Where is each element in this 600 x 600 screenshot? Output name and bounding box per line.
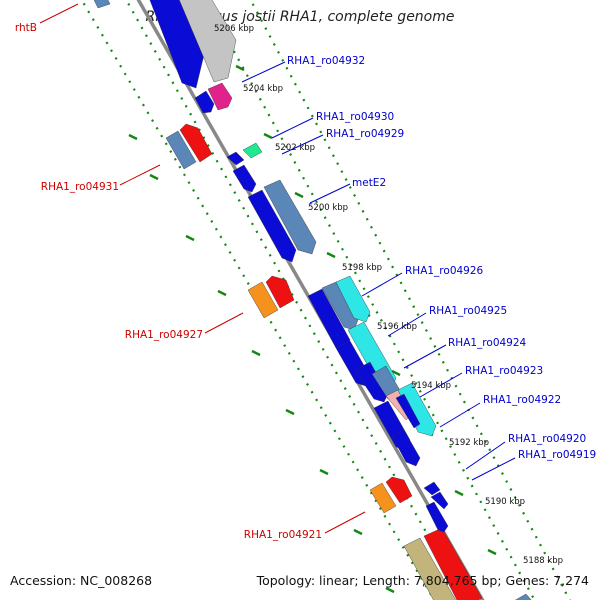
gene-label[interactable]: RHA1_ro04926 [405, 265, 484, 277]
leader-line [439, 402, 481, 428]
leader-line [309, 183, 351, 204]
kbp-tick-label: 5204 kbp [243, 84, 283, 94]
tick-mark-inner [128, 133, 138, 141]
kbp-tick-label: 5202 kbp [275, 143, 315, 153]
leader-line [471, 457, 516, 481]
gene-arrow[interactable] [170, 0, 237, 83]
gene-arrow[interactable] [395, 393, 421, 429]
kbp-tick-label: 5192 kbp [449, 438, 489, 448]
gene-label[interactable]: RHA1_ro04921 [244, 529, 322, 541]
gene-arrow[interactable] [247, 189, 297, 263]
gene-label[interactable]: RHA1_ro04923 [465, 365, 543, 377]
gene-arrow[interactable] [321, 281, 359, 331]
gene-arrow[interactable] [369, 482, 397, 514]
guide-line-left-inner [125, 0, 466, 600]
tick-mark-inner [285, 408, 295, 416]
gene-label[interactable]: RHA1_ro04924 [448, 337, 527, 349]
tick-mark [487, 548, 497, 556]
kbp-tick-label: 5196 kbp [377, 322, 417, 332]
gene-arrow[interactable] [194, 90, 215, 114]
leader-line [119, 164, 161, 186]
tick-mark-inner [319, 468, 329, 476]
gene-arrow[interactable] [165, 130, 197, 170]
guide-line-right-outer [249, 0, 571, 600]
kbp-tick-label: 5206 kbp [214, 24, 254, 34]
gene-label[interactable]: rhtB [15, 22, 37, 34]
leader-line [271, 117, 314, 139]
kbp-labels: 5206 kbp 5204 kbp 5202 kbp 5200 kbp 5198… [214, 24, 563, 566]
tick-mark-inner [217, 289, 227, 297]
leader-line [361, 272, 403, 297]
gene-arrow[interactable] [226, 151, 245, 166]
gene-label[interactable]: RHA1_ro04920 [508, 433, 586, 445]
gene-arrow[interactable] [512, 593, 540, 600]
leader-line [281, 134, 324, 155]
gene-label[interactable]: RHA1_ro04919 [518, 449, 596, 461]
gene-arrow[interactable] [354, 361, 389, 403]
gene-label[interactable]: RHA1_ro04922 [483, 394, 561, 406]
leader-line [387, 312, 427, 337]
genome-summary: Topology: linear; Length: 7,804,765 bp; … [256, 573, 589, 588]
tick-mark-inner [185, 234, 195, 242]
tick-mark [391, 369, 401, 377]
leader-line [403, 344, 447, 369]
kbp-tick-label: 5194 kbp [411, 381, 451, 391]
accession-label: Accession: NC_008268 [10, 573, 153, 588]
kbp-tick-label: 5200 kbp [308, 203, 348, 213]
gene-arrow[interactable] [92, 0, 111, 9]
tick-mark [235, 64, 245, 72]
gene-arrow[interactable] [423, 527, 483, 600]
gene-arrow[interactable] [385, 476, 413, 504]
gene-label[interactable]: RHA1_ro04925 [429, 305, 507, 317]
leader-line [39, 3, 79, 24]
gene-arrow[interactable] [391, 429, 421, 467]
tick-mark [454, 489, 464, 497]
gene-arrow[interactable] [207, 82, 233, 111]
gene-arrow[interactable] [430, 491, 449, 510]
kbp-tick-label: 5198 kbp [342, 263, 382, 273]
tick-mark-inner [353, 528, 363, 536]
gene-arrow[interactable] [403, 537, 458, 600]
tick-mark-inner [251, 349, 261, 357]
gene-label[interactable]: RHA1_ro04931 [41, 181, 119, 193]
tick-mark-inner [149, 173, 159, 181]
gene-arrow[interactable] [179, 123, 213, 163]
gene-label[interactable]: RHA1_ro04932 [287, 55, 365, 67]
gene-arrow[interactable] [423, 481, 441, 496]
gene-arrow[interactable] [265, 275, 295, 309]
gene-arrow[interactable] [335, 275, 371, 323]
label-leader-lines [39, 3, 516, 534]
reverse-strand-genes [92, 0, 413, 514]
gene-arrow[interactable] [263, 179, 317, 255]
gene-label[interactable]: RHA1_ro04930 [316, 111, 394, 123]
gene-arrow[interactable] [232, 164, 257, 193]
leader-line [465, 441, 506, 470]
tick-mark [294, 191, 304, 199]
kbp-tick-label: 5190 kbp [485, 497, 525, 507]
gene-arrow[interactable] [425, 501, 449, 533]
leader-line [241, 61, 286, 83]
leader-line [419, 372, 463, 398]
gene-label[interactable]: metE2 [352, 177, 386, 189]
gene-arrow[interactable] [242, 142, 263, 159]
dotted-guide-lines [80, 0, 571, 600]
leader-line [204, 312, 244, 334]
tick-mark [263, 132, 273, 140]
kbp-tick-label: 5188 kbp [523, 556, 563, 566]
leader-line [324, 511, 366, 534]
gene-arrow[interactable] [247, 281, 279, 319]
tick-mark-inner [385, 586, 395, 594]
gene-label[interactable]: RHA1_ro04927 [125, 329, 203, 341]
forward-gene-labels: RHA1_ro04932 RHA1_ro04930 RHA1_ro04929 m… [287, 55, 596, 461]
reverse-gene-labels: rhtB RHA1_ro04931 RHA1_ro04927 RHA1_ro04… [15, 22, 322, 541]
forward-strand-genes [149, 0, 540, 600]
tick-mark [326, 251, 336, 259]
gene-label[interactable]: RHA1_ro04929 [326, 128, 404, 140]
